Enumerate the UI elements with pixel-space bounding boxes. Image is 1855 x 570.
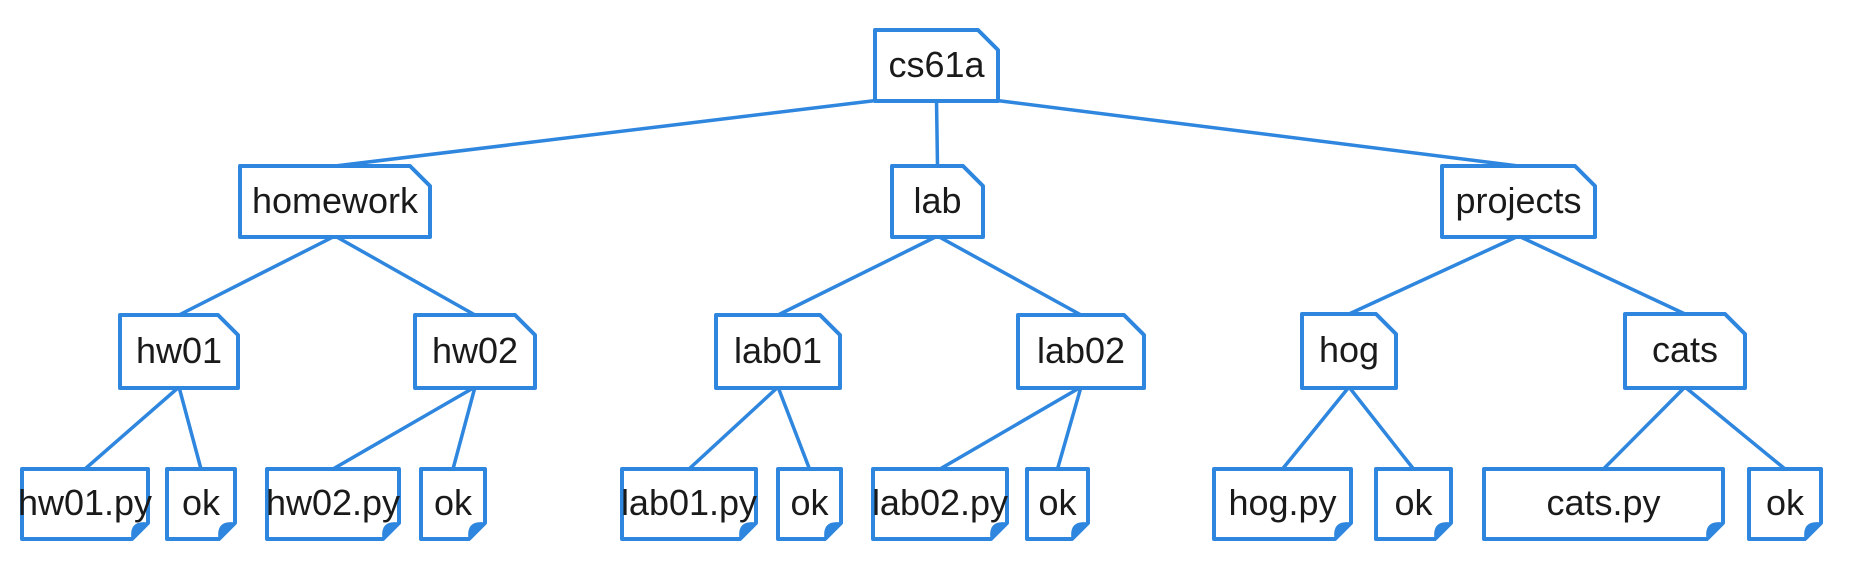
- edge-cs61a-to-homework: [334, 98, 881, 168]
- folder-icon: [873, 28, 1000, 103]
- file-icon: [1374, 467, 1453, 541]
- node-label: cats: [1651, 329, 1719, 370]
- file-node-lab02-py: lab02.py: [871, 467, 1009, 541]
- file-node-hw02-py: hw02.py: [265, 467, 401, 541]
- folder-icon: [1440, 164, 1597, 239]
- edge-hog-to-ok5: [1347, 385, 1415, 471]
- node-label: lab: [913, 179, 962, 221]
- file-icon: [776, 467, 843, 541]
- folder-node-hw01: hw01: [118, 313, 240, 390]
- edge-lab01-to-ok3: [776, 386, 812, 470]
- folder-node-lab01: lab01: [714, 313, 842, 390]
- file-icon: [1482, 467, 1725, 541]
- folder-icon: [1016, 313, 1146, 390]
- node-label: hw01.py: [17, 482, 153, 523]
- edge-cs61a-to-projects: [992, 98, 1519, 168]
- edge-hw01-to-hw01py: [83, 385, 181, 471]
- node-label: lab02: [1036, 329, 1126, 371]
- folder-node-lab02: lab02: [1016, 313, 1146, 390]
- file-node-ok: ok: [1374, 467, 1453, 541]
- file-icon: [1747, 467, 1823, 541]
- edge-hw02-to-hw02py: [332, 385, 476, 471]
- node-label: ok: [1038, 482, 1077, 523]
- node-label: ok: [433, 482, 473, 523]
- node-label: homework: [251, 179, 419, 221]
- node-label: hw02.py: [265, 482, 401, 523]
- folder-icon: [413, 313, 537, 390]
- node-label: hog: [1318, 329, 1380, 370]
- folder-icon: [238, 164, 432, 239]
- folder-node-projects: projects: [1440, 164, 1597, 239]
- edge-hw01-to-ok1: [177, 386, 203, 470]
- folder-icon: [1300, 312, 1398, 390]
- file-node-cats-py: cats.py: [1482, 467, 1725, 541]
- edge-homework-to-hw02: [334, 234, 476, 317]
- node-label: ok: [181, 482, 221, 523]
- edge-projects-to-hog: [1348, 234, 1520, 316]
- node-label: projects: [1455, 179, 1582, 221]
- folder-node-cs61a: cs61a: [873, 28, 1000, 103]
- file-icon: [1025, 467, 1090, 541]
- node-label: ok: [1765, 482, 1805, 523]
- node-label: lab01: [733, 329, 823, 371]
- file-node-ok: ok: [419, 467, 487, 541]
- folder-node-hog: hog: [1300, 312, 1398, 390]
- folder-node-homework: homework: [238, 164, 432, 239]
- file-icon: [419, 467, 487, 541]
- edge-lab02-to-lab02py: [939, 385, 1082, 471]
- folder-node-cats: cats: [1623, 312, 1747, 390]
- folder-icon: [1623, 312, 1747, 390]
- folder-icon: [890, 164, 985, 239]
- edge-homework-to-hw01: [178, 234, 336, 317]
- file-icon: [620, 467, 758, 541]
- edge-cats-to-catspy: [1602, 385, 1687, 471]
- folder-node-lab: lab: [890, 164, 985, 239]
- edge-lab02-to-ok4: [1055, 386, 1083, 470]
- edge-hog-to-hogpy: [1281, 385, 1351, 471]
- node-label: hw01: [135, 329, 223, 371]
- file-icon: [20, 467, 150, 541]
- file-node-ok: ok: [165, 467, 237, 541]
- edge-lab01-to-lab01py: [687, 385, 780, 471]
- folder-icon: [714, 313, 842, 390]
- node-label: hw02: [431, 329, 519, 371]
- file-node-ok: ok: [1025, 467, 1090, 541]
- edge-lab-to-lab01: [777, 234, 939, 317]
- node-label: lab02.py: [871, 482, 1009, 523]
- node-label: ok: [1394, 482, 1433, 523]
- edge-cats-to-ok6: [1683, 385, 1787, 471]
- edge-projects-to-cats: [1517, 234, 1686, 316]
- node-label: ok: [790, 482, 829, 523]
- file-node-lab01-py: lab01.py: [620, 467, 758, 541]
- file-node-hog-py: hog.py: [1212, 467, 1353, 541]
- file-icon: [165, 467, 237, 541]
- file-node-ok: ok: [1747, 467, 1823, 541]
- folder-node-hw02: hw02: [413, 313, 537, 390]
- file-node-ok: ok: [776, 467, 843, 541]
- node-label: cats.py: [1546, 482, 1661, 523]
- file-icon: [1212, 467, 1353, 541]
- folder-icon: [118, 313, 240, 390]
- file-icon: [871, 467, 1009, 541]
- edge-hw02-to-ok2: [451, 386, 477, 470]
- file-icon: [265, 467, 401, 541]
- node-label: hog.py: [1228, 482, 1337, 523]
- node-label: cs61a: [888, 43, 985, 85]
- node-label: lab01.py: [620, 482, 758, 523]
- edge-lab-to-lab02: [936, 234, 1082, 317]
- edge-cs61a-to-lab: [934, 99, 940, 167]
- file-node-hw01-py: hw01.py: [17, 467, 153, 541]
